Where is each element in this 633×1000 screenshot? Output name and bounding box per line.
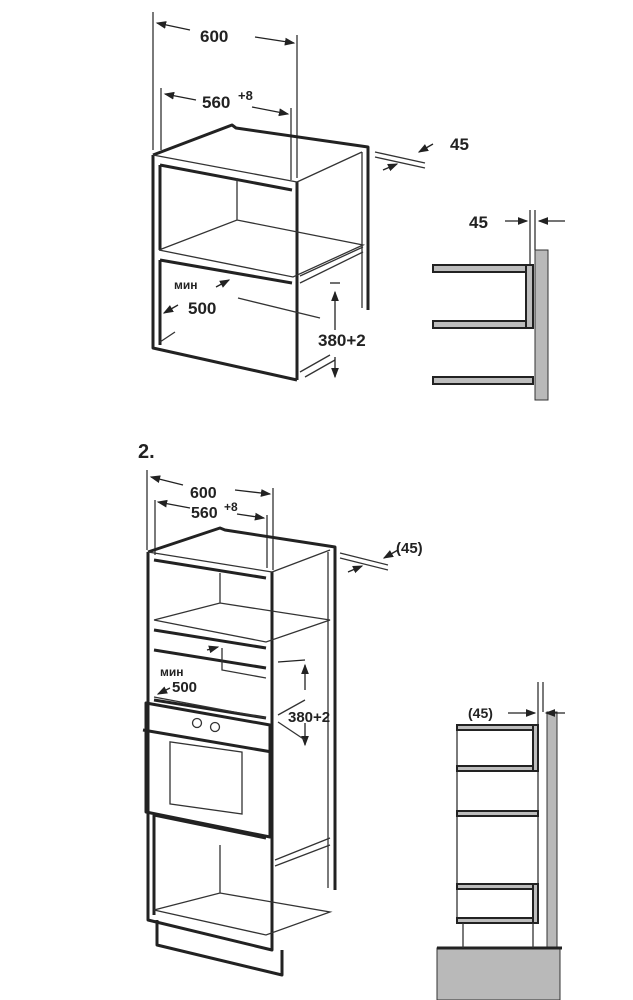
fig1-depth: 500 [188,299,216,318]
fig2-width-tolerance: +8 [224,500,238,514]
figure-2-cabinet: 600 560 +8 (45) 380+2 мин 500 [142,470,423,977]
fig1-height: 380+2 [318,331,366,350]
fig1-width-outer: 600 [200,27,228,46]
knob-icon [209,721,221,733]
fig1-width-inner: 560 [202,93,230,112]
fig1-back-gap: 45 [450,135,469,154]
figure-2-number: 2. [138,441,155,463]
fig1-side-gap: 45 [469,213,488,232]
fig1-width-tolerance: +8 [238,88,253,103]
fig2-side-gap: (45) [468,705,493,721]
fig2-height: 380+2 [288,709,330,726]
fig2-back-gap: (45) [396,540,423,557]
knob-icon [191,717,203,729]
figure-2-side-view: (45) [436,682,565,1000]
fig2-width-inner: 560 [191,505,218,522]
fig2-width-outer: 600 [190,485,217,502]
fig2-depth: 500 [172,679,197,696]
figure-1-side-view: 45 [432,210,565,401]
fig1-min-label: мин [174,278,198,292]
fig2-min-label: мин [160,665,184,679]
figure-1-cabinet: 600 560 +8 45 380+2 мин 500 [151,12,469,382]
